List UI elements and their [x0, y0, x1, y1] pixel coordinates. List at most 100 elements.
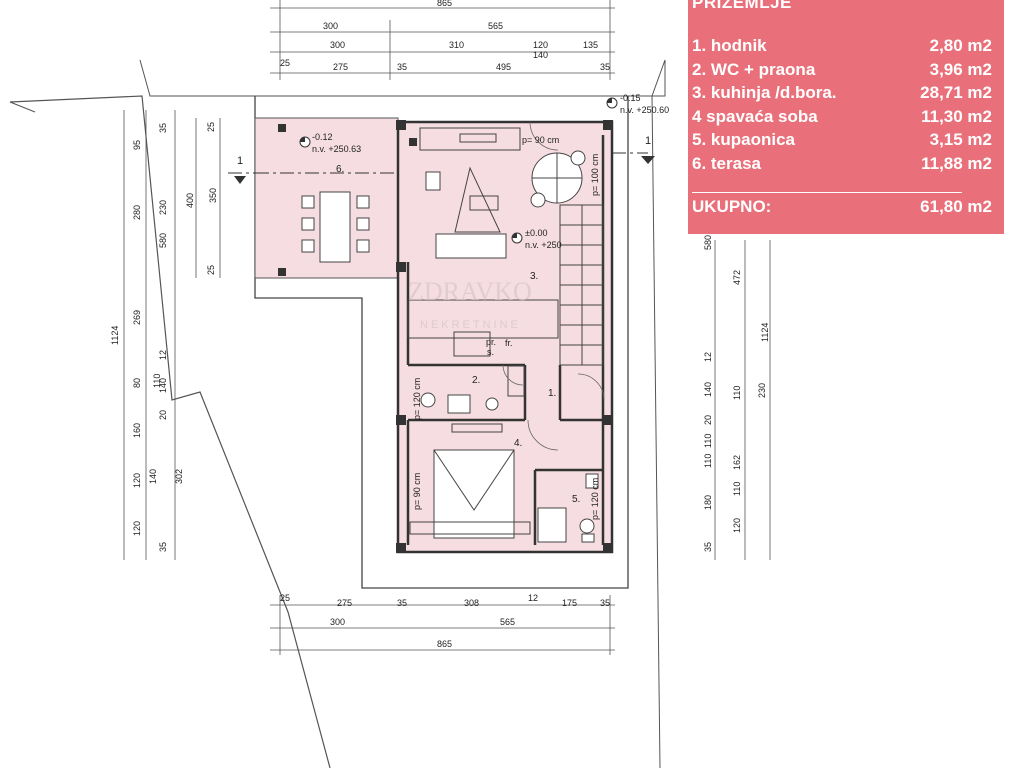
left-dim-350: 350	[208, 188, 218, 203]
fixture-s: s.	[487, 347, 494, 357]
room-label-6: 6.	[336, 164, 344, 175]
left-dim-13: 302	[174, 469, 184, 484]
fixture-fr: fr.	[505, 338, 513, 348]
room-label-5: 5.	[572, 494, 580, 505]
legend-row-1: 1. hodnik 2,80 m2	[692, 34, 992, 58]
left-dim-15: 35	[158, 542, 168, 552]
left-dim-6: 80	[132, 378, 142, 388]
terrace-table	[319, 191, 351, 263]
top-dim-total: 865	[437, 0, 452, 8]
top-dim-r2-0: 300	[330, 40, 345, 50]
legend-separator	[692, 192, 962, 193]
door-label-5: p= 120 cm	[590, 478, 600, 520]
section-mark-right: 1	[645, 135, 651, 147]
top-dim-r2-1: 310	[449, 40, 464, 50]
level-marker-floor: ±0.00 n.v. +250	[511, 228, 562, 250]
left-dim-total: 1124	[110, 326, 120, 345]
legend-row-6: 6. terasa 11,88 m2	[692, 152, 992, 176]
section-mark-left: 1	[237, 155, 243, 167]
top-dim-r3-4: 140	[533, 50, 548, 60]
legend-total-row: UKUPNO: 61,80 m2	[692, 197, 992, 217]
watermark-line-1: ZDRAVKO	[408, 277, 532, 306]
left-dim-12: 140	[148, 469, 158, 484]
top-dim-r1-1: 565	[488, 21, 503, 31]
bottom-dim-r1-3: 308	[464, 598, 479, 608]
top-dim-r3-0: 25	[280, 58, 290, 68]
legend-room-area: 3,96 m2	[929, 59, 992, 79]
door-label-2: p= 100 cm	[590, 154, 600, 196]
right-dim-0: 12	[703, 352, 713, 362]
right-dim-7: 110	[732, 482, 742, 496]
left-dim-0: 35	[158, 123, 168, 133]
left-dim-3: 230	[158, 200, 168, 215]
svg-text:n.v. +250.60: n.v. +250.60	[620, 105, 669, 115]
left-dim-25a: 25	[206, 122, 216, 132]
legend-total-label: UKUPNO:	[692, 197, 772, 216]
legend-title: PRIZEMLJE	[692, 0, 792, 12]
top-dim-r3-3: 495	[496, 62, 511, 72]
bottom-dim-r2-0: 300	[330, 617, 345, 627]
top-dim-r3-5: 35	[600, 62, 610, 72]
legend-room-area: 2,80 m2	[929, 36, 992, 55]
legend-room-name: 3. kuhinja /d.bora.	[692, 83, 837, 102]
lot-boundary	[9, 95, 331, 768]
right-dim-8: 120	[732, 518, 742, 533]
legend-row-4: 4 spavaća soba 11,30 m2	[692, 105, 992, 129]
left-dim-1: 95	[132, 140, 142, 150]
right-dim-472: 472	[732, 270, 742, 285]
bed	[433, 449, 515, 539]
bottom-dim-total: 865	[437, 639, 452, 649]
room-label-1: 1.	[548, 388, 556, 399]
svg-text:±0.00: ±0.00	[525, 228, 547, 238]
svg-text:n.v. +250: n.v. +250	[525, 240, 562, 250]
bottom-dim-r2-1: 565	[500, 617, 515, 627]
legend-room-name: 5. kupaonica	[692, 130, 795, 149]
left-dim-8: 140	[158, 378, 168, 393]
left-dim-2: 280	[132, 205, 142, 220]
door-label-4: p= 90 cm	[412, 473, 422, 510]
legend-room-name: 1. hodnik	[692, 36, 767, 55]
left-dim-4: 269	[132, 310, 142, 325]
room-label-4: 4.	[514, 438, 522, 449]
bottom-dim-r1-2: 35	[397, 598, 407, 608]
right-dim-4: 162	[732, 455, 742, 470]
right-dim-5: 110	[703, 454, 713, 468]
bottom-dim-r1-1: 275	[337, 598, 352, 608]
right-dim-230: 230	[757, 383, 767, 398]
left-dim-580: 580	[158, 233, 168, 248]
legend-room-name: 2. WC + praona	[692, 59, 816, 79]
left-dim-11: 120	[132, 473, 142, 488]
top-dim-r2-2: 120	[533, 40, 548, 50]
room-label-2: 2.	[472, 375, 480, 386]
door-label-1: p= 90 cm	[522, 135, 559, 145]
room-area-legend: PRIZEMLJE 1. hodnik 2,80 m2 2. WC + praona…	[688, 0, 1004, 234]
right-dim-2: 20	[703, 415, 713, 425]
door-label-3: p= 120 cm	[412, 378, 422, 420]
svg-text:-0.12: -0.12	[312, 132, 333, 142]
level-marker-corner: -0.15 n.v. +250.60	[606, 93, 669, 115]
left-dim-14: 120	[132, 521, 142, 536]
level-marker-terrace: -0.12 n.v. +250.63	[299, 132, 361, 154]
legend-room-name: 6. terasa	[692, 153, 761, 173]
left-dim-9: 20	[158, 410, 168, 420]
room-label-3: 3.	[530, 271, 538, 282]
top-dim-r2-3: 135	[583, 40, 598, 50]
legend-room-area: 11,88 m2	[921, 153, 992, 173]
legend-room-area: 28,71 m2	[920, 83, 992, 102]
bottom-dim-r1-6: 35	[600, 598, 610, 608]
legend-room-name: 4 spavaća soba	[692, 106, 818, 126]
legend-total-value: 61,80 m2	[920, 197, 992, 216]
svg-text:n.v. +250.63: n.v. +250.63	[312, 144, 361, 154]
top-dim-r3-1: 275	[333, 62, 348, 72]
bottom-dim-r1-4: 12	[528, 593, 538, 603]
legend-row-3: 3. kuhinja /d.bora. 28,71 m2	[692, 81, 992, 105]
watermark-line-2: NEKRETNINE	[420, 319, 521, 331]
bottom-dim-r1-5: 175	[562, 598, 577, 608]
top-dim-r3-2: 35	[397, 62, 407, 72]
legend-room-area: 11,30 m2	[921, 106, 992, 126]
left-dim-10: 160	[132, 423, 142, 438]
legend-room-area: 3,15 m2	[929, 130, 992, 149]
left-dim-400: 400	[185, 193, 195, 208]
